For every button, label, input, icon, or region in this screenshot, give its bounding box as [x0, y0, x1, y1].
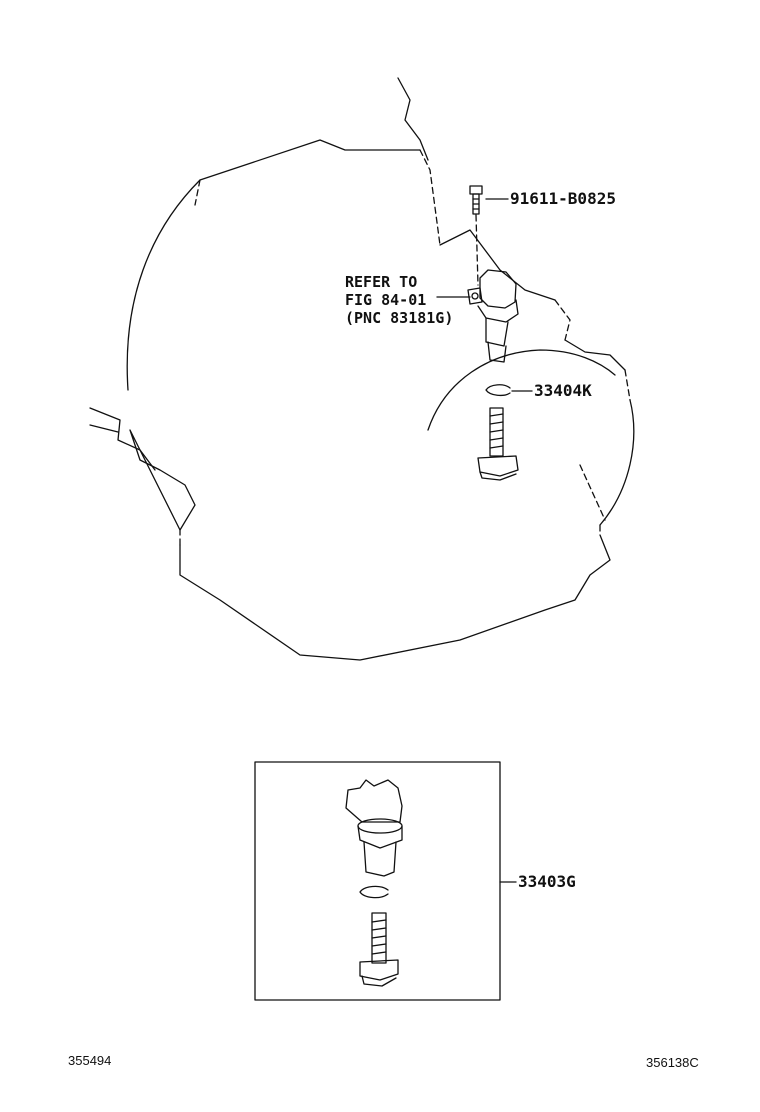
- speed-sensor-icon: [467, 269, 519, 363]
- reference-line-1: REFER TO: [345, 273, 418, 291]
- hidden-edges: [179, 149, 631, 546]
- o-ring-icon: [485, 384, 511, 397]
- bolt-icon: [469, 185, 483, 215]
- part-label-bolt: 91611-B0825: [510, 189, 616, 208]
- reference-line-3: (PNC 83181G): [345, 309, 454, 327]
- reference-line-2: FIG 84-01: [345, 291, 427, 309]
- case-arc: [427, 349, 616, 431]
- footer-right-code: 356138C: [646, 1055, 699, 1070]
- inset-box: [254, 761, 501, 1001]
- bolt-centerline: [475, 214, 479, 286]
- break-line-left: [89, 407, 156, 471]
- footer-left-code: 355494: [68, 1053, 112, 1068]
- part-label-sensor-assembly: 33403G: [518, 872, 576, 891]
- transmission-housing-outline: [126, 139, 635, 661]
- inset-o-ring-icon: [359, 885, 389, 899]
- inset-rotor-shaft-icon: [359, 912, 399, 987]
- break-line-top: [397, 77, 429, 161]
- part-label-o-ring: 33404K: [534, 381, 592, 400]
- inset-sensor-icon: [345, 779, 403, 877]
- rotor-shaft-icon: [477, 407, 519, 481]
